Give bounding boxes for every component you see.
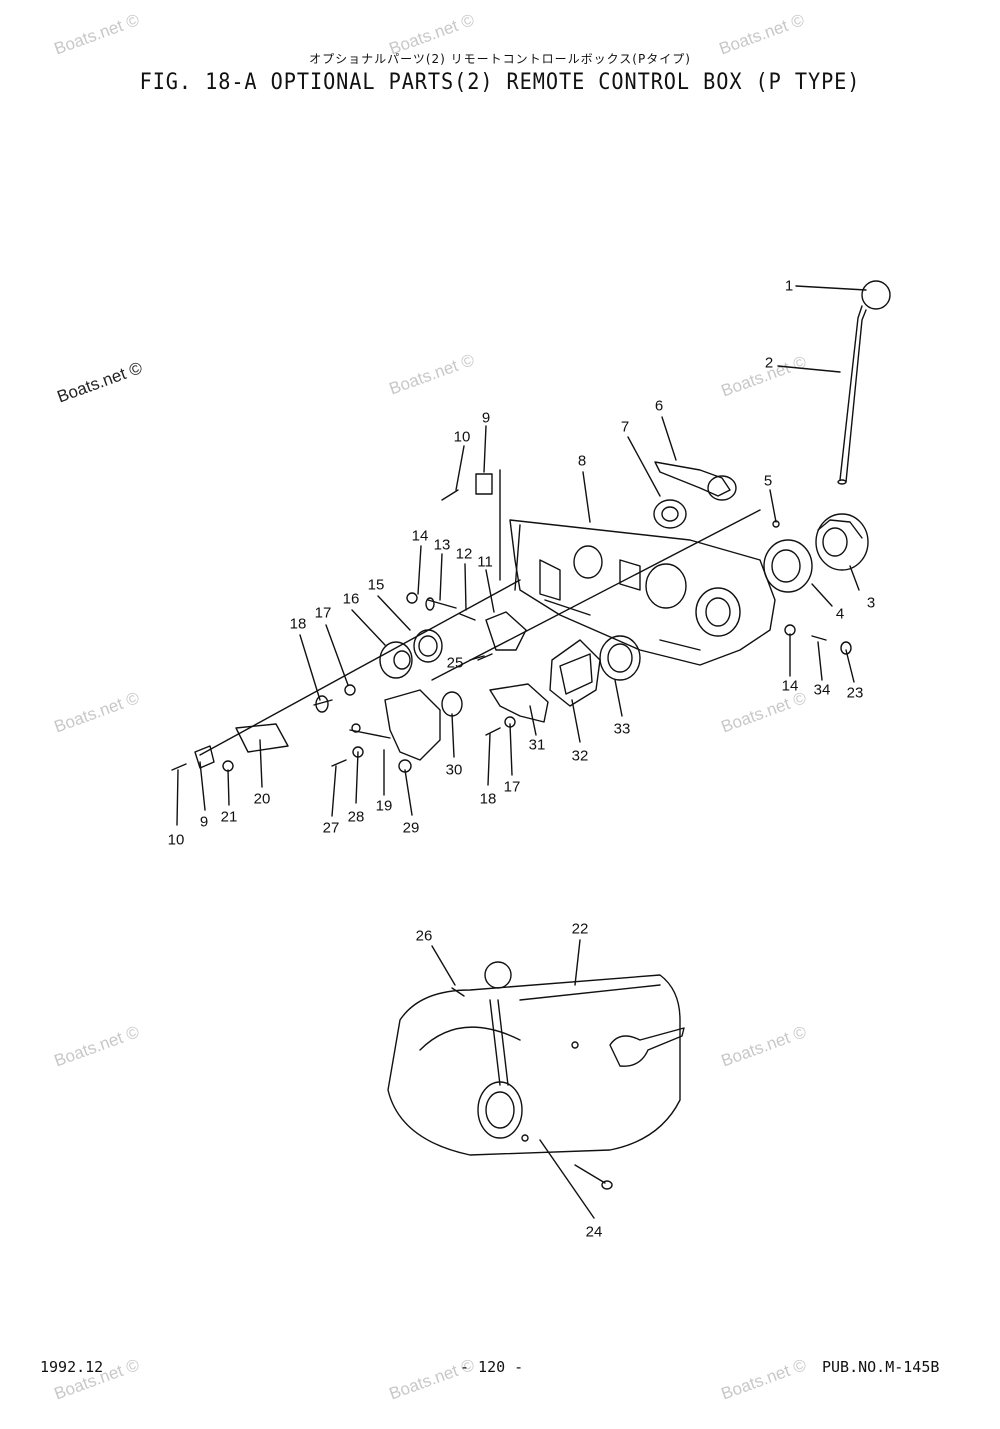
screw-part-23 (840, 641, 852, 655)
callout-5: 5 (763, 472, 773, 490)
callout-4: 4 (835, 605, 845, 623)
plate-part-11 (485, 611, 527, 651)
hub-part-3 (815, 513, 869, 571)
footer-date: 1992.12 (40, 1358, 104, 1376)
callout-1: 1 (784, 277, 794, 295)
ball-part-14-right (784, 624, 796, 636)
callout-18-upper: 18 (289, 615, 307, 633)
screw-part-24 (574, 1164, 613, 1190)
figure-title: FIG. 18-A OPTIONAL PARTS(2) REMOTE CONTR… (139, 70, 861, 95)
callout-28: 28 (347, 808, 365, 826)
ring-part-15 (413, 629, 443, 663)
callout-6: 6 (654, 397, 664, 415)
gear-part-32 (549, 639, 601, 707)
bracket-part-19 (349, 689, 441, 773)
callout-10-lower: 10 (167, 831, 185, 849)
callout-16: 16 (342, 590, 360, 608)
bracket-part-9-upper (475, 473, 493, 495)
callout-10-upper: 10 (453, 428, 471, 446)
callout-14-right: 14 (781, 677, 799, 695)
washer-part-28 (352, 746, 364, 758)
callout-29: 29 (402, 819, 420, 837)
plate-part-31 (489, 683, 549, 723)
callout-9-upper: 9 (481, 409, 491, 427)
callout-25: 25 (446, 654, 464, 672)
part-7-bushing (653, 499, 687, 529)
assembled-box-part-22 (387, 961, 685, 1156)
callout-15: 15 (367, 576, 385, 594)
spring-part-12 (459, 613, 476, 621)
callout-13: 13 (433, 536, 451, 554)
pin-part-13 (427, 599, 457, 609)
callout-8: 8 (577, 452, 587, 470)
ball-part-14 (406, 592, 418, 604)
callout-9-lower: 9 (199, 813, 209, 831)
leader-lines (176, 285, 867, 1219)
callout-18-lower: 18 (479, 790, 497, 808)
bracket-part-9-lower (194, 745, 215, 769)
washer-part-17 (344, 684, 356, 696)
callout-3: 3 (866, 594, 876, 612)
clip-part-21 (222, 760, 234, 772)
screw-part-26 (451, 987, 465, 997)
screw-part-10-upper (441, 489, 459, 501)
screw-part-25 (477, 653, 493, 661)
screw-part-10-lower (171, 763, 187, 771)
callout-30: 30 (445, 761, 463, 779)
callout-21: 21 (220, 808, 238, 826)
lever-handle-assembly (837, 280, 891, 485)
callout-27: 27 (322, 819, 340, 837)
callout-34: 34 (813, 681, 831, 699)
footer-publication-number: PUB.NO.M-145B (822, 1358, 940, 1376)
bushing-part-30 (441, 691, 463, 717)
callout-32: 32 (571, 747, 589, 765)
housing-part-8 (509, 519, 776, 666)
footer-page-number: - 120 - (460, 1358, 524, 1376)
callout-31: 31 (528, 736, 546, 754)
ring-part-4 (763, 539, 813, 593)
japanese-title: オプショナルパーツ(2) リモートコントロールボックス(Pタイプ) (309, 52, 691, 66)
spring-part-34 (811, 635, 827, 641)
part-6-lever (654, 461, 737, 501)
callout-23: 23 (846, 684, 864, 702)
callout-20: 20 (253, 790, 271, 808)
bolt-part-18 (313, 699, 333, 706)
callout-22: 22 (571, 920, 589, 938)
callout-17-lower: 17 (503, 778, 521, 796)
washer-part-33 (599, 635, 641, 681)
callout-7: 7 (620, 418, 630, 436)
screw-part-27 (331, 759, 347, 767)
callout-17-upper: 17 (314, 604, 332, 622)
callout-2: 2 (764, 354, 774, 372)
callout-11: 11 (477, 553, 493, 571)
callout-33: 33 (613, 720, 631, 738)
callout-12: 12 (455, 545, 473, 563)
callout-14-upper: 14 (411, 527, 429, 545)
callout-24: 24 (585, 1223, 603, 1241)
cam-part-16 (379, 641, 413, 679)
plate-part-20 (235, 723, 289, 753)
callout-19: 19 (375, 797, 393, 815)
callout-26: 26 (415, 927, 433, 945)
